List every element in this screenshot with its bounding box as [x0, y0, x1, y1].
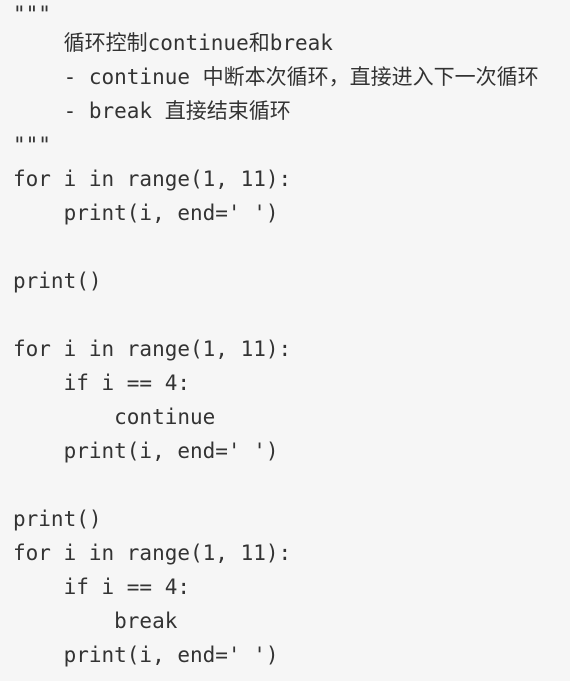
code-line-print-empty-1: print() [13, 269, 102, 293]
code-line-docstring-open: """ [13, 4, 51, 26]
code-line-print-2: print(i, end=' ') [13, 439, 279, 463]
code-line-docstring-close: """ [13, 133, 51, 157]
code-line-continue: continue [13, 405, 216, 429]
code-line-print-empty-2: print() [13, 507, 102, 531]
code-line-docstring-title: 循环控制continue和break [13, 31, 333, 55]
code-line-docstring-break: - break 直接结束循环 [13, 99, 291, 123]
code-line-print-3: print(i, end=' ') [13, 643, 279, 667]
code-line-blank [13, 468, 570, 502]
code-line-if-2: if i == 4: [13, 371, 191, 395]
code-line-for-3: for i in range(1, 11): [13, 541, 292, 565]
code-line-docstring-continue: - continue 中断本次循环，直接进入下一次循环 [13, 65, 539, 89]
code-line-if-3: if i == 4: [13, 575, 191, 599]
code-line-blank [13, 298, 570, 332]
code-line-print-1: print(i, end=' ') [13, 201, 279, 225]
code-line-break: break [13, 609, 178, 633]
code-line-for-2: for i in range(1, 11): [13, 337, 292, 361]
code-line-blank [13, 230, 570, 264]
code-line-for-1: for i in range(1, 11): [13, 167, 292, 191]
